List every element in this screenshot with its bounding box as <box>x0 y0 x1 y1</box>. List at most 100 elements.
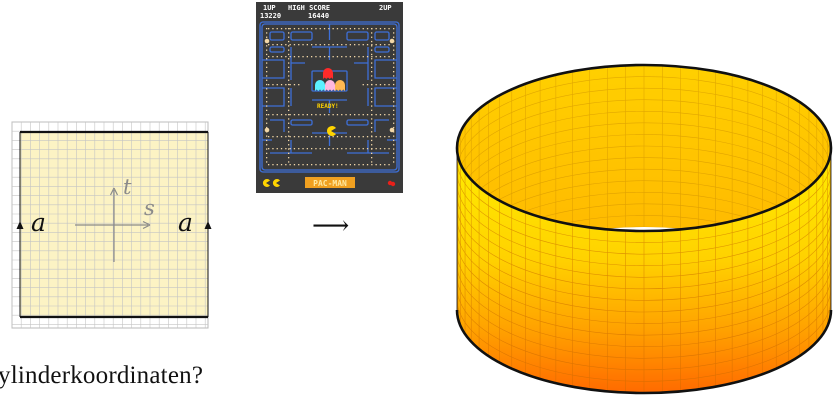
ghost-orange-icon <box>334 80 345 91</box>
pellet <box>272 28 274 30</box>
pellet <box>371 101 373 103</box>
cylinder-gridline <box>457 298 831 382</box>
pellet <box>341 164 343 166</box>
pellet <box>306 44 308 46</box>
pellet <box>371 114 373 116</box>
pellet <box>285 114 287 116</box>
cylinder-gridline <box>457 217 831 301</box>
pellet <box>336 56 339 58</box>
pellet <box>349 28 351 30</box>
pellet <box>276 136 278 138</box>
pellet <box>280 28 283 30</box>
pellet <box>298 56 300 58</box>
pellet <box>328 44 330 46</box>
pellet <box>371 122 373 124</box>
pellet <box>384 136 386 138</box>
pellet <box>293 114 296 116</box>
arcade-screenshot: 1UP 13220 HIGH SCORE 16440 2UP <box>256 2 403 193</box>
pellet <box>341 28 343 30</box>
cherry-icon <box>390 181 396 187</box>
pellet <box>266 53 268 56</box>
pellet <box>332 164 334 166</box>
pellet <box>345 114 347 116</box>
pellet <box>323 164 326 166</box>
pellet <box>393 139 395 142</box>
pellet <box>306 148 308 150</box>
pellet <box>393 161 395 163</box>
pellet <box>266 58 268 60</box>
pellet <box>272 44 274 46</box>
pellet <box>345 136 347 138</box>
pellet <box>266 79 268 81</box>
pellet <box>371 62 373 64</box>
pellet <box>336 164 339 166</box>
pellet <box>266 122 268 124</box>
pellet <box>285 148 287 150</box>
pellet <box>266 152 268 154</box>
pellet <box>288 148 290 150</box>
pellet <box>336 148 339 150</box>
pellet <box>266 105 268 107</box>
pellet <box>362 148 364 150</box>
pellet <box>328 28 330 30</box>
pellet <box>393 45 395 47</box>
pellet <box>288 131 290 133</box>
pellet <box>288 45 290 47</box>
pellet <box>328 56 330 58</box>
pellet <box>306 56 308 58</box>
pellet <box>375 84 377 86</box>
pellet <box>349 44 351 46</box>
pellet <box>362 114 364 116</box>
pellet <box>302 136 304 138</box>
pellet <box>302 164 304 166</box>
pellet <box>388 84 390 86</box>
pellet <box>288 96 290 99</box>
pellet <box>288 66 290 68</box>
pellet <box>371 96 373 99</box>
cylinder-gridline <box>457 182 831 267</box>
pellet <box>288 83 290 86</box>
pellet <box>393 83 395 86</box>
pellet <box>266 88 268 90</box>
left-edge-label: a <box>31 208 46 237</box>
pellet <box>371 148 373 150</box>
pellet <box>375 56 377 58</box>
pellet <box>323 114 326 116</box>
pellet <box>315 136 317 138</box>
highscore-label: HIGH SCORE <box>288 4 330 12</box>
pellet <box>311 136 313 138</box>
pellet <box>341 44 343 46</box>
t-axis-label: t <box>123 175 132 199</box>
t-axis-arrow-icon <box>109 187 119 196</box>
pellet <box>393 114 395 116</box>
pellet <box>266 71 268 73</box>
pellet <box>268 84 270 86</box>
pellet <box>393 135 395 137</box>
life-icon <box>272 179 280 187</box>
pellet <box>285 136 287 138</box>
pellet <box>306 114 308 116</box>
oneup-label: 1UP <box>263 4 276 12</box>
pellet <box>393 131 395 133</box>
pellet <box>266 75 268 77</box>
pellet <box>345 28 347 30</box>
pellet <box>336 136 339 138</box>
pellet <box>266 135 268 137</box>
pellet <box>371 131 373 133</box>
pellet <box>336 44 339 46</box>
pellet <box>358 56 360 58</box>
pellet <box>371 88 373 90</box>
cylinder-gridline <box>457 286 831 371</box>
pellet <box>266 32 268 34</box>
logo-text: PAC-MAN <box>313 179 347 188</box>
pellet <box>266 161 268 163</box>
pellet <box>354 164 356 166</box>
pellet <box>323 56 326 58</box>
pellet <box>384 28 386 30</box>
pellet <box>285 44 287 46</box>
pellet <box>302 28 304 30</box>
twoup-label: 2UP <box>379 4 392 12</box>
pellet <box>276 28 278 30</box>
pellet <box>354 56 356 58</box>
pellet <box>375 114 377 116</box>
